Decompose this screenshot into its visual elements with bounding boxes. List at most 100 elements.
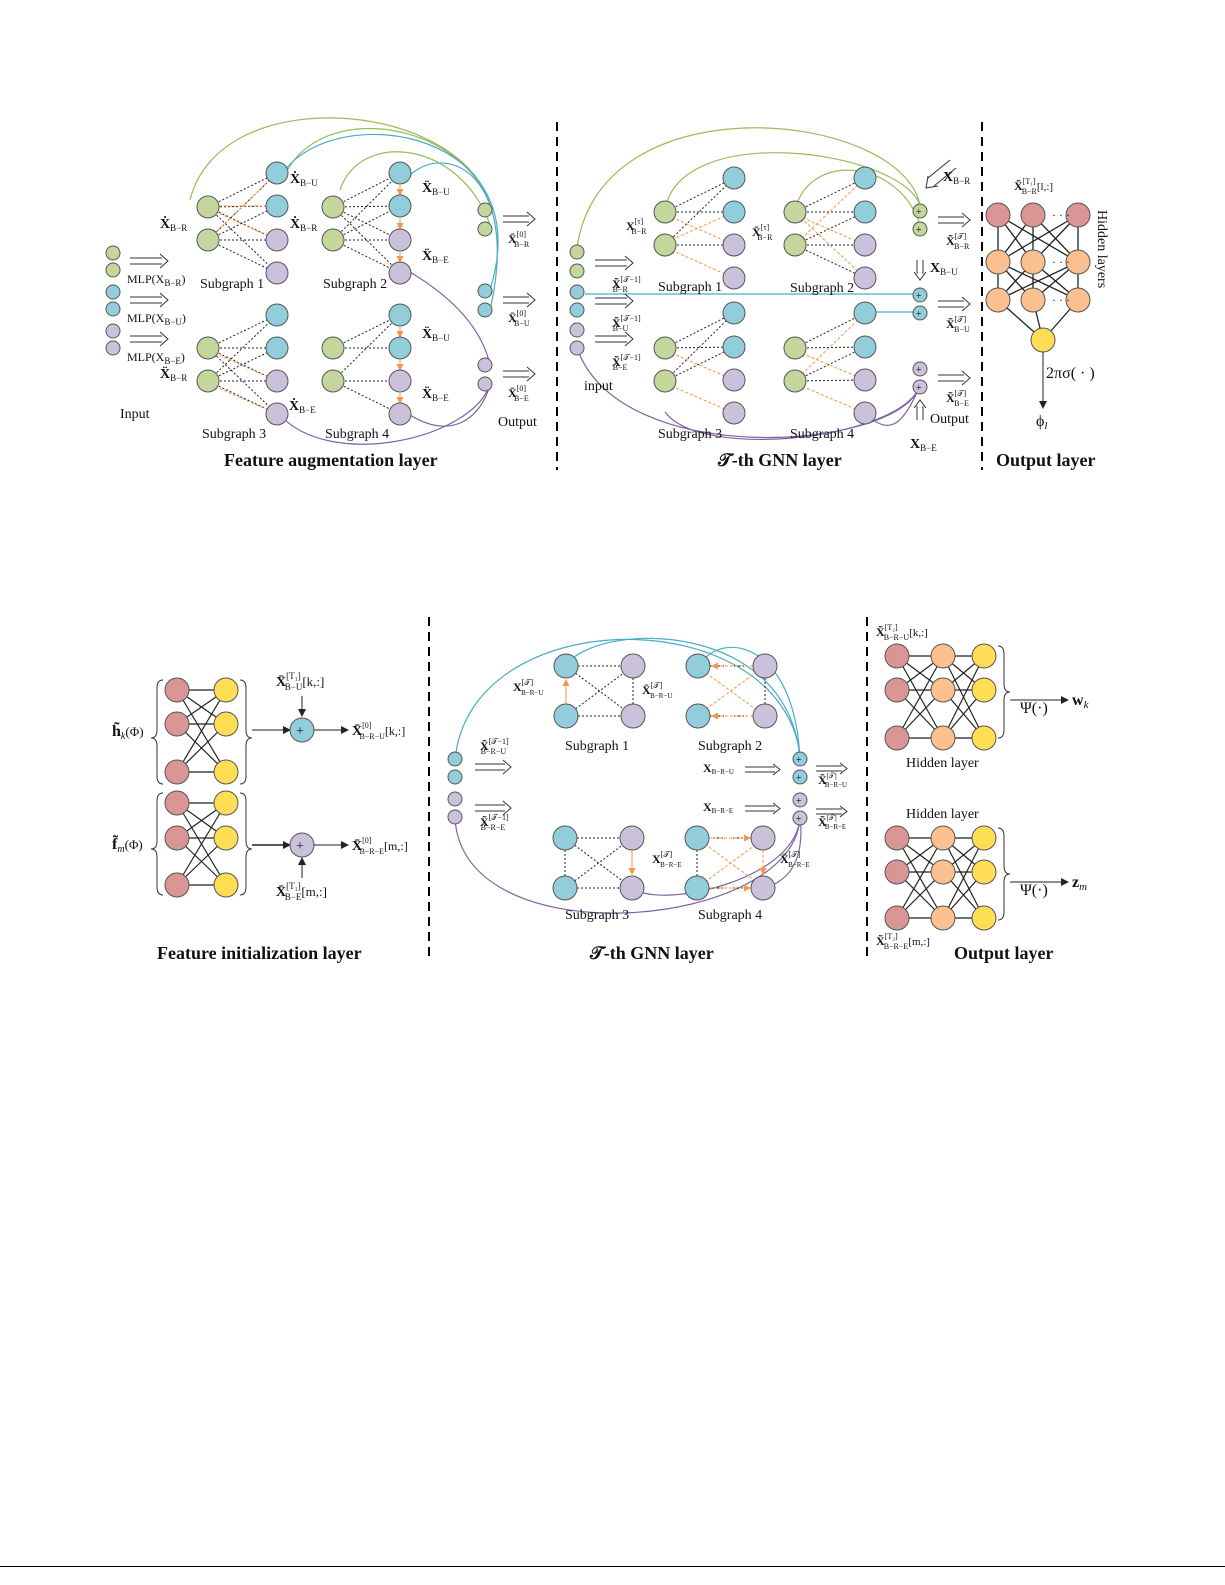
gnn-subgraph-3-label: Subgraph 3 (658, 427, 722, 442)
subgraph-2-label: Subgraph 2 (323, 277, 387, 292)
output-label: Output (498, 415, 537, 430)
bout-top-label: X̃[T₂]B−R−U[k,:] (876, 623, 928, 642)
arc-blue (284, 133, 499, 291)
gnn-x-bu-label: XB−U (930, 261, 958, 277)
top-output-panel: · · · · · · · · · 2πσ( · ) ϕl X̃[T₁]B−R[… (985, 177, 1109, 470)
panel-title-top-output: Output layer (996, 450, 1096, 470)
bgnn-xbar-e-label: X̄[𝒯]B−R−E (780, 850, 810, 869)
bgnn-in-e-label: X̃[𝒯−1]B−R−E (480, 813, 509, 832)
input-node-r2 (105, 262, 121, 278)
svg-text:· · ·: · · · (1052, 255, 1070, 269)
input-node-e1 (105, 323, 121, 339)
out-arrow-r (503, 211, 536, 227)
gnn-subgraph-3 (653, 301, 746, 425)
arc-green-3 (339, 151, 491, 226)
svg-text:+: + (916, 365, 922, 376)
bgnn-out-u-label: X̃[𝒯]B−R−U (818, 772, 847, 789)
input-label: Input (120, 407, 150, 422)
input-node-u1 (105, 284, 121, 300)
bgnn-xbar-u-label: X̄[𝒯]B−R−U (642, 681, 672, 700)
bgnn-out-e-label: X̃[𝒯]B−R−E (818, 814, 846, 831)
subgraph-1-label: Subgraph 1 (200, 277, 264, 292)
gnn-subgraph-2-label: Subgraph 2 (790, 281, 854, 296)
agg-node-e1 (477, 357, 493, 373)
svg-text:+: + (916, 291, 922, 302)
subgraph-4 (321, 303, 412, 426)
mlp-arrow-e (130, 331, 169, 347)
mlp-e-label: MLP(XB−E) (127, 350, 185, 366)
feature-initialization-panel: h̃k(Φ) f̃m(Φ) + + X̄[T₁]B−U[k,:] X̄[T₁]B… (112, 671, 408, 963)
svg-text:· · ·: · · · (1052, 293, 1070, 307)
panel-title-feature-initialization: Feature initialization layer (157, 943, 362, 963)
input-node-r1 (105, 245, 121, 261)
gnn-out-r-label: X̃[𝒯]B−R (946, 232, 970, 251)
mlp-u-label: MLP(XB−U) (127, 311, 186, 327)
agg-node-e2 (477, 376, 493, 392)
svg-text:+: + (916, 383, 922, 394)
arc-purple-2 (279, 384, 491, 445)
svg-text:+: + (796, 796, 802, 807)
xddot-be-2-label: ẌB−E (422, 386, 449, 403)
gnn-subgraph-4 (783, 301, 877, 425)
out-r-label: X̄[0]B−R (508, 230, 530, 249)
agg-node-r1 (477, 202, 493, 218)
h-k-label: h̃k(Φ) (112, 720, 144, 742)
phi-output-label: ϕl (1036, 413, 1047, 432)
svg-text:· · ·: · · · (1052, 208, 1070, 222)
xdot-br-label: ẊB−R (160, 215, 187, 233)
bgnn-x-e-label: XB−R−E (703, 800, 733, 815)
bgnn-subgraph-3-label: Subgraph 3 (565, 908, 629, 923)
bout-bottom-label: X̃[T₂]B−R−E[m,:] (876, 932, 930, 951)
svg-text:+: + (796, 773, 802, 784)
subgraph-4-label: Subgraph 4 (325, 427, 389, 442)
arc-purple (409, 271, 491, 366)
subgraph-2 (321, 161, 412, 285)
input-node-e2 (105, 340, 121, 356)
panel-title-bottom-gnn: 𝒯-th GNN layer (589, 943, 714, 963)
hidden-layers-label: Hidden layers (1094, 210, 1109, 288)
svg-text:+: + (796, 755, 802, 766)
arc-blue-2 (409, 162, 498, 311)
agg-node-u2 (477, 302, 493, 318)
arc-green (189, 117, 491, 206)
bgnn-x-u-label: XB−R−U (703, 761, 734, 776)
bgnn-subgraph-4 (684, 825, 776, 901)
panel-title-feature-augmentation: Feature augmentation layer (224, 450, 438, 470)
gnn-in-r-label: X̃[𝒯−1]B−R (612, 275, 641, 294)
panel-title-top-gnn: 𝒯-th GNN layer (717, 450, 842, 470)
gnn-output-label: Output (930, 412, 969, 427)
xddot-bu-2-label: ẌB−U (422, 326, 450, 343)
out-arrow-e (503, 366, 536, 382)
svg-text:+: + (796, 814, 802, 825)
subgraph-3 (196, 303, 289, 426)
bgnn-subgraph-1 (553, 653, 646, 729)
gnn-subgraph-1 (653, 166, 746, 290)
add-u-label: X̄[T₁]B−U[k,:] (276, 671, 324, 692)
subgraph-3-label: Subgraph 3 (202, 427, 266, 442)
z-m-output: zm (1072, 874, 1087, 893)
out-u-init-label: X̄[0]B−R−U[k,:] (352, 721, 405, 741)
w-k-output: wk (1072, 692, 1090, 711)
gnn-in-e-label: X̃[𝒯−1]B−E (612, 353, 641, 372)
gnn-subgraph-2 (783, 166, 877, 290)
top-figure: MLP(XB−R) MLP(XB−U) MLP(XB−E) Input (105, 117, 1109, 470)
bgnn-xund-e-label: X[𝒯]B−R−E (652, 850, 682, 869)
svg-text:+: + (296, 839, 304, 854)
gnn-x-be-label: XB−E (910, 437, 937, 453)
out-u-label: X̄[0]B−U (508, 309, 530, 328)
gnn-subgraph-1-label: Subgraph 1 (658, 280, 722, 295)
arc-green-2 (284, 128, 491, 206)
f-m-label: f̃m(Φ) (112, 833, 143, 855)
gnn-out-u-label: X̃[𝒯]B−U (946, 315, 970, 334)
gnn-plus-nodes: + + + + + + (912, 203, 928, 395)
bottom-output-panel: Ψ(·) Ψ(·) wk zm Hidden layer Hidden laye… (876, 623, 1090, 963)
subgraph-1 (196, 161, 289, 285)
bottom-figure: h̃k(Φ) f̃m(Φ) + + X̄[T₁]B−U[k,:] X̄[T₁]B… (112, 617, 1090, 963)
feature-augmentation-panel: MLP(XB−R) MLP(XB−U) MLP(XB−E) Input (105, 117, 537, 470)
out-arrow-u (503, 292, 536, 308)
input-node-u2 (105, 301, 121, 317)
svg-text:+: + (296, 724, 304, 739)
page-bottom-rule (0, 1566, 1225, 1567)
panel-title-bottom-output: Output layer (954, 943, 1054, 963)
gnn-xund-label: X[τ]B−R (626, 217, 647, 236)
